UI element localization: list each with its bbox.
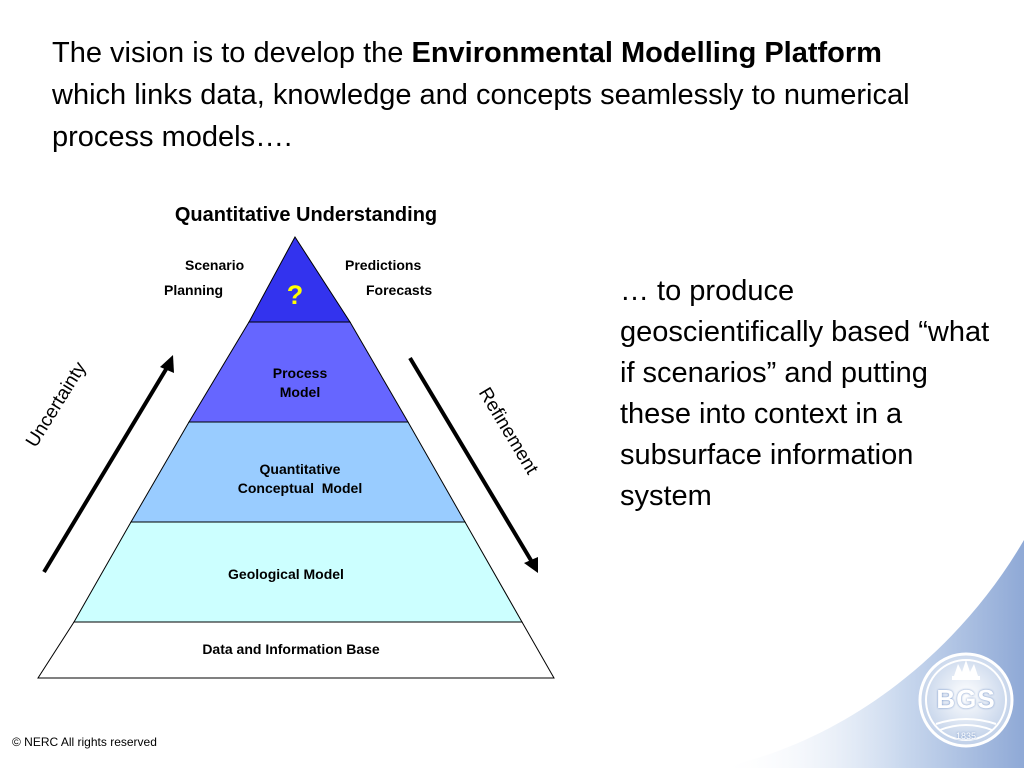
uncertainty-arrow	[42, 355, 174, 574]
forecasts-label: Forecasts	[366, 282, 433, 298]
planning-label: Planning	[164, 282, 224, 298]
conceptual-model-label: Quantitative Conceptual Model	[200, 460, 400, 498]
process-model-line1: Process	[272, 365, 328, 381]
data-information-base-label: Data and Information Base	[202, 641, 380, 657]
scenario-label: Scenario	[185, 257, 245, 273]
conceptual-model-line1: Quantitative	[259, 461, 341, 477]
slide-heading: The vision is to develop the Environment…	[52, 32, 922, 158]
side-description: … to produce geoscientifically based “wh…	[620, 275, 990, 512]
predictions-label: Predictions	[345, 257, 422, 273]
process-model-label: Process Model	[240, 364, 360, 402]
conceptual-model-line2: Conceptual Model	[237, 480, 363, 496]
bgs-logo-year: 1835	[955, 731, 977, 741]
heading-text-part1: The vision is to develop the	[52, 37, 412, 69]
heading-text-part2: which links data, knowledge and concepts…	[52, 79, 910, 153]
bgs-logo-text: BGS	[936, 684, 996, 714]
refinement-arrow	[408, 356, 538, 573]
apex-question-mark: ?	[286, 280, 304, 310]
geological-model-label: Geological Model	[228, 566, 344, 582]
copyright-footer: © NERC All rights reserved	[12, 735, 157, 749]
heading-bold-text: Environmental Modelling Platform	[411, 37, 882, 69]
bgs-logo	[918, 652, 1014, 748]
process-model-line2: Model	[279, 384, 321, 400]
pyramid-title: Quantitative Understanding	[174, 204, 438, 226]
pyramid-apex	[248, 236, 351, 323]
